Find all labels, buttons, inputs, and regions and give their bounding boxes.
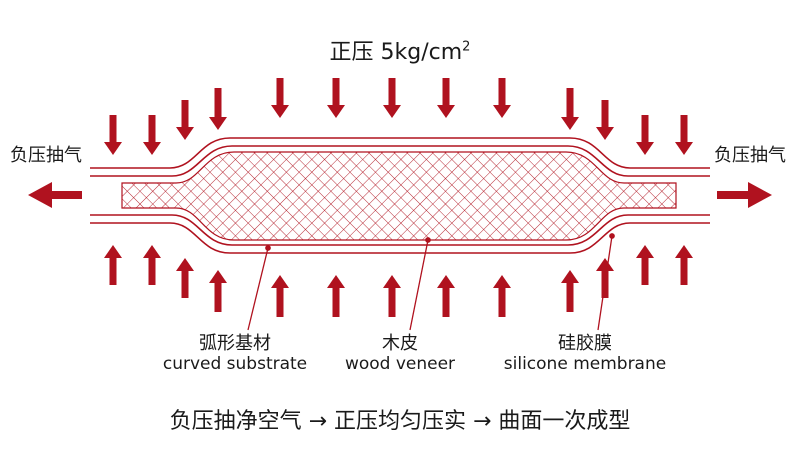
membrane-bottom-outer: [90, 222, 710, 254]
process-caption: 负压抽净空气 → 正压均匀压实 → 曲面一次成型: [169, 409, 631, 434]
arrow-icon: [437, 275, 455, 317]
pressure-title: 正压 5kg/cm2: [329, 39, 471, 65]
left-vacuum-label: 负压抽气: [10, 145, 82, 166]
arrow-icon: [176, 258, 194, 298]
membrane-top-inner: [90, 145, 710, 177]
veneer-label: 木皮 wood veneer: [330, 333, 470, 374]
veneer-label-en: wood veneer: [344, 353, 456, 374]
membrane-label: 硅胶膜 silicone membrane: [495, 333, 675, 374]
membrane-label-zh: 硅胶膜: [558, 333, 612, 354]
arrow-icon: [596, 100, 614, 140]
substrate-label: 弧形基材 curved substrate: [150, 333, 320, 374]
arrow-icon: [271, 78, 289, 118]
leader-lines: [247, 233, 615, 331]
right-vacuum-label: 负压抽气: [714, 145, 786, 166]
membrane-label-en: silicone membrane: [503, 353, 667, 374]
leader-dot-substrate: [265, 245, 271, 251]
vacuum-arrow-right: [717, 182, 772, 208]
arrow-icon: [675, 245, 693, 285]
curved-substrate-shape: [121, 151, 677, 241]
arrow-icon: [104, 245, 122, 285]
arrow-icon: [636, 245, 654, 285]
arrow-icon: [327, 275, 345, 317]
substrate-label-en: curved substrate: [162, 353, 308, 374]
leader-veneer: [409, 239, 429, 331]
leader-dot-membrane: [609, 233, 615, 239]
arrow-icon: [383, 275, 401, 317]
arrow-icon: [596, 258, 614, 298]
arrow-icon: [209, 88, 227, 130]
leader-dot-veneer: [425, 237, 431, 243]
arrow-icon: [437, 78, 455, 118]
arrow-head-icon: [28, 182, 52, 208]
veneer-label-zh: 木皮: [382, 333, 418, 354]
arrow-head-icon: [748, 182, 772, 208]
silicone-membrane: [90, 137, 710, 254]
pressure-arrows: [104, 78, 693, 317]
arrow-icon: [383, 78, 401, 118]
arrow-icon: [104, 115, 122, 155]
membrane-top-outer: [90, 137, 710, 169]
arrow-icon: [561, 88, 579, 130]
arrow-icon: [176, 100, 194, 140]
arrow-icon: [636, 115, 654, 155]
arrow-icon: [327, 78, 345, 118]
arrow-icon: [561, 270, 579, 312]
arrow-icon: [48, 191, 82, 199]
vacuum-arrow-left: [28, 182, 82, 208]
leader-substrate: [247, 247, 269, 331]
leader-membrane: [597, 235, 613, 331]
substrate-label-zh: 弧形基材: [199, 333, 271, 354]
arrow-icon: [143, 115, 161, 155]
arrow-icon: [493, 78, 511, 118]
arrow-icon: [209, 270, 227, 312]
membrane-bottom-inner: [90, 214, 710, 246]
arrow-icon: [717, 191, 751, 199]
arrow-icon: [675, 115, 693, 155]
arrow-icon: [271, 275, 289, 317]
arrow-icon: [143, 245, 161, 285]
arrow-icon: [493, 275, 511, 317]
